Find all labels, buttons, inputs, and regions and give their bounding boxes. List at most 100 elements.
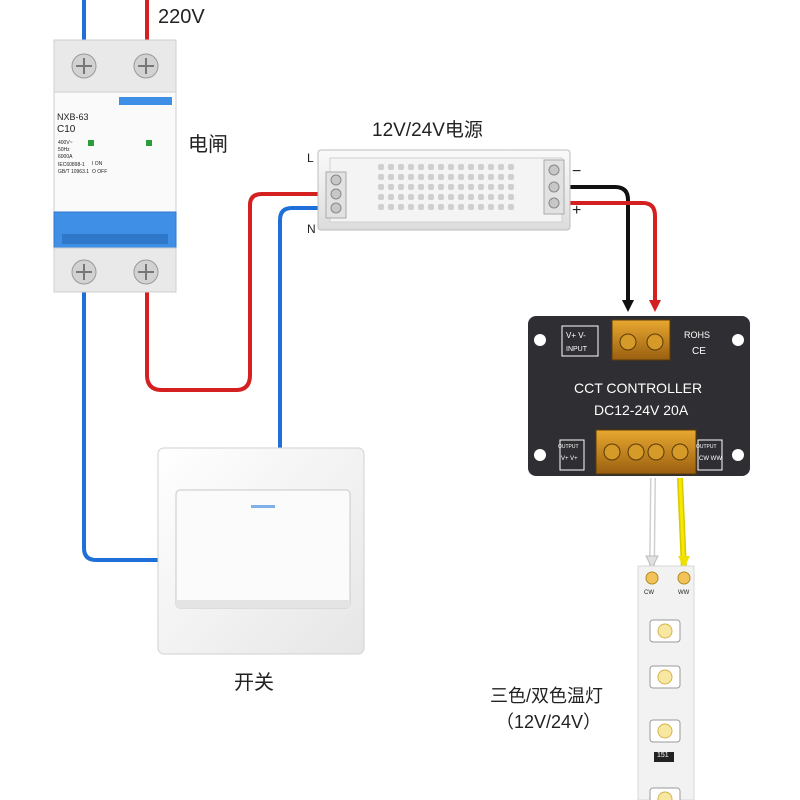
- vent-hole: [428, 204, 434, 210]
- psu-title: 12V/24V电源: [372, 120, 483, 141]
- vent-hole: [458, 174, 464, 180]
- vent-hole: [438, 204, 444, 210]
- vent-hole: [478, 204, 484, 210]
- vent-hole: [508, 204, 514, 210]
- cct-controller: [528, 316, 750, 476]
- psu-plus-label: +: [572, 202, 582, 219]
- vent-hole: [498, 164, 504, 170]
- controller-output-right: CW WW: [699, 456, 722, 462]
- strip-pad-cw: CW: [644, 590, 654, 596]
- breaker-label: 电闸: [188, 134, 228, 156]
- vent-hole: [448, 174, 454, 180]
- strip-ww-wire-core: [678, 477, 686, 571]
- vent-hole: [508, 164, 514, 170]
- vent-hole: [388, 174, 394, 180]
- led-strip: [637, 565, 695, 800]
- vent-hole: [408, 204, 414, 210]
- vent-hole: [408, 164, 414, 170]
- vent-hole: [498, 194, 504, 200]
- breaker-spec3: 6000A: [58, 154, 73, 160]
- vent-hole: [448, 164, 454, 170]
- vent-hole: [438, 174, 444, 180]
- vent-hole: [498, 174, 504, 180]
- controller-output-left: V+ V+: [561, 456, 578, 462]
- strip-label-line1: 三色/双色温灯: [490, 686, 604, 706]
- psu-n-label: N: [307, 222, 316, 236]
- resistor: [654, 752, 674, 762]
- led-emitter: [657, 623, 673, 639]
- switch-indicator: [251, 505, 275, 508]
- vent-hole: [388, 194, 394, 200]
- controller-output-label-left: OUTPUT: [558, 444, 579, 450]
- vent-hole: [398, 184, 404, 190]
- vent-hole: [478, 194, 484, 200]
- strip-pad-ww: WW: [678, 590, 690, 596]
- vent-hole: [418, 174, 424, 180]
- vent-hole: [408, 184, 414, 190]
- vent-hole: [488, 164, 494, 170]
- switched-wire-to-psu: [278, 206, 333, 448]
- vent-hole: [378, 164, 384, 170]
- breaker-standard1: IEC60898-1: [58, 162, 85, 168]
- vent-hole: [428, 184, 434, 190]
- vent-hole: [378, 184, 384, 190]
- vent-hole: [418, 184, 424, 190]
- breaker-model: NXB-63: [57, 112, 89, 122]
- arrow-ww: [678, 556, 690, 568]
- ventilation-grid: [378, 164, 514, 210]
- vent-hole: [478, 184, 484, 190]
- live-wire-to-psu: [145, 192, 333, 392]
- circuit-breaker: [53, 39, 177, 293]
- vent-hole: [468, 184, 474, 190]
- vent-hole: [458, 184, 464, 190]
- wires: [82, 0, 687, 571]
- led-emitter: [657, 723, 673, 739]
- vent-hole: [488, 204, 494, 210]
- vent-hole: [458, 204, 464, 210]
- controller-name: CCT CONTROLLER: [574, 380, 703, 396]
- vent-hole: [418, 164, 424, 170]
- vent-hole: [438, 194, 444, 200]
- vent-hole: [468, 204, 474, 210]
- vent-hole: [398, 204, 404, 210]
- vent-hole: [428, 174, 434, 180]
- vent-hole: [478, 164, 484, 170]
- vent-hole: [398, 164, 404, 170]
- vent-hole: [398, 194, 404, 200]
- vent-hole: [418, 204, 424, 210]
- vent-hole: [378, 174, 384, 180]
- vent-hole: [468, 194, 474, 200]
- controller-output-label-right: OUTPUT: [696, 444, 717, 450]
- vent-hole: [508, 174, 514, 180]
- vent-hole: [498, 184, 504, 190]
- positive-wire: [568, 201, 657, 305]
- vent-hole: [418, 194, 424, 200]
- vent-hole: [378, 204, 384, 210]
- vent-hole: [388, 204, 394, 210]
- led-emitter: [657, 669, 673, 685]
- vent-hole: [448, 204, 454, 210]
- vent-hole: [428, 194, 434, 200]
- vent-hole: [388, 164, 394, 170]
- negative-wire: [568, 185, 630, 305]
- psu-minus-label: −: [572, 163, 582, 180]
- vent-hole: [468, 164, 474, 170]
- vent-hole: [488, 174, 494, 180]
- controller-rating: DC12-24V 20A: [594, 402, 689, 418]
- breaker-spec2: 50Hz: [58, 147, 70, 153]
- switch-label: 开关: [234, 672, 274, 694]
- wall-switch: [157, 447, 365, 655]
- vent-hole: [458, 194, 464, 200]
- strip-cw-wire-core: [650, 477, 655, 571]
- strip-resistor-label: 151: [657, 752, 669, 759]
- vent-hole: [378, 194, 384, 200]
- controller-input-label: INPUT: [566, 346, 587, 353]
- vent-hole: [408, 194, 414, 200]
- vent-hole: [488, 194, 494, 200]
- vent-hole: [468, 174, 474, 180]
- vent-hole: [388, 184, 394, 190]
- power-supply: [317, 149, 571, 231]
- breaker-spec1: 400V~: [58, 140, 73, 146]
- vent-hole: [478, 174, 484, 180]
